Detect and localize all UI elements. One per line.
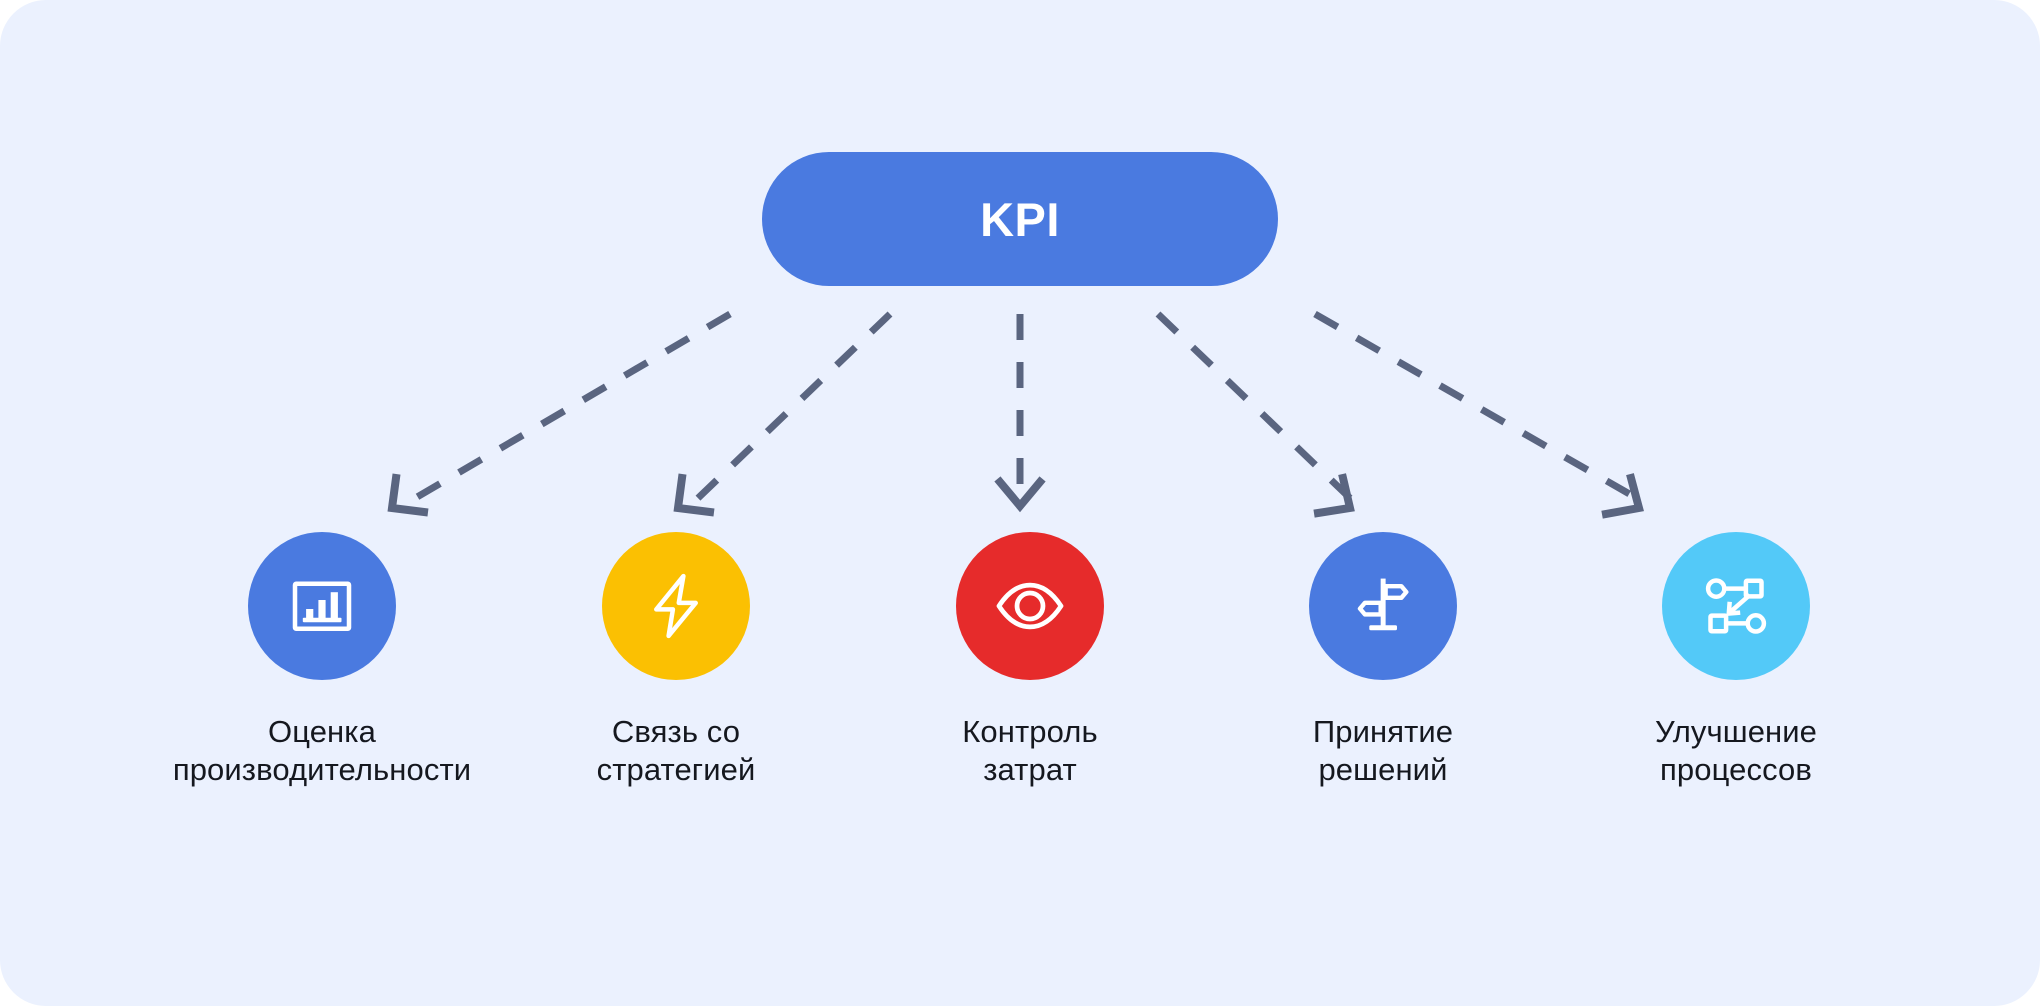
connector-line-1 [410,310,732,504]
arrowhead-5 [1601,473,1644,519]
branch-item-strategy-link[interactable]: Связь со стратегией [516,532,836,789]
connector-line-4 [1155,311,1355,503]
arrowhead-4 [1313,473,1355,518]
arrowhead-1 [387,473,429,517]
root-node-label: KPI [980,192,1060,246]
branch-label-5: Улучшение процессов [1654,714,1818,787]
branch-label-4: Принятие решений [1312,714,1454,787]
branch-label-3: Контроль затрат [962,714,1098,787]
branch-item-cost-control[interactable]: Контроль затрат [870,532,1190,789]
root-node-kpi[interactable]: KPI [762,152,1278,286]
branch-icon-circle-3[interactable] [956,532,1104,680]
lightning-bolt-icon [654,573,698,639]
bar-chart-icon [292,581,352,632]
connector-line-5 [1313,310,1642,504]
connector-line-2 [693,311,893,503]
arrowhead-2 [673,473,715,517]
branch-item-process-improvement[interactable]: Улучшение процессов [1576,532,1896,789]
branch-icon-circle-5[interactable] [1662,532,1810,680]
branch-icon-circle-1[interactable] [248,532,396,680]
branch-icon-circle-2[interactable] [602,532,750,680]
branch-label-1: Оценка производительности [172,714,472,787]
branch-icon-circle-4[interactable] [1309,532,1457,680]
workflow-nodes-icon [1705,578,1767,634]
arrowhead-3 [994,476,1046,513]
branch-item-performance-evaluation[interactable]: Оценка производительности [162,532,482,789]
eye-icon [996,582,1064,630]
branch-label-2: Связь со стратегией [596,714,756,787]
branch-item-decision-making[interactable]: Принятие решений [1223,532,1543,789]
signpost-icon [1357,578,1409,631]
